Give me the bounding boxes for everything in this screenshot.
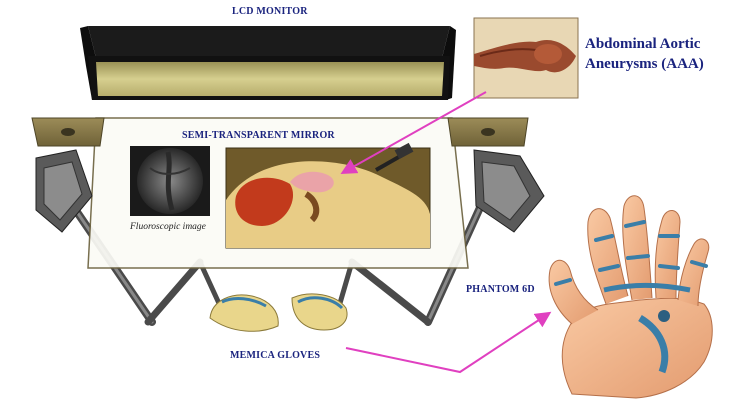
aaa-label-line1: Abdominal Aortic <box>585 36 701 52</box>
memica-gloves-label: MEMICA GLOVES <box>230 350 321 361</box>
memica-gloves <box>209 293 348 332</box>
surgical-scene <box>225 142 431 249</box>
haptic-glove-hand <box>548 195 713 399</box>
right-gimbal <box>473 149 545 233</box>
fluoroscopic-image <box>130 146 210 216</box>
fluoroscopic-image-caption: Fluoroscopic image <box>130 222 206 232</box>
lcd-monitor-label: LCD MONITOR <box>232 6 308 17</box>
phantom-label: PHANTOM 6D <box>466 284 535 295</box>
aaa-label: Abdominal Aortic Aneurysms (AAA) <box>585 34 704 74</box>
mirror-label: SEMI-TRANSPARENT MIRROR <box>182 130 335 141</box>
pointer-arrows <box>340 91 552 374</box>
left-gimbal <box>35 149 93 233</box>
lcd-monitor <box>80 26 456 100</box>
aaa-label-line2: Aneurysms (AAA) <box>585 56 704 72</box>
aaa-inset-image <box>473 17 579 99</box>
